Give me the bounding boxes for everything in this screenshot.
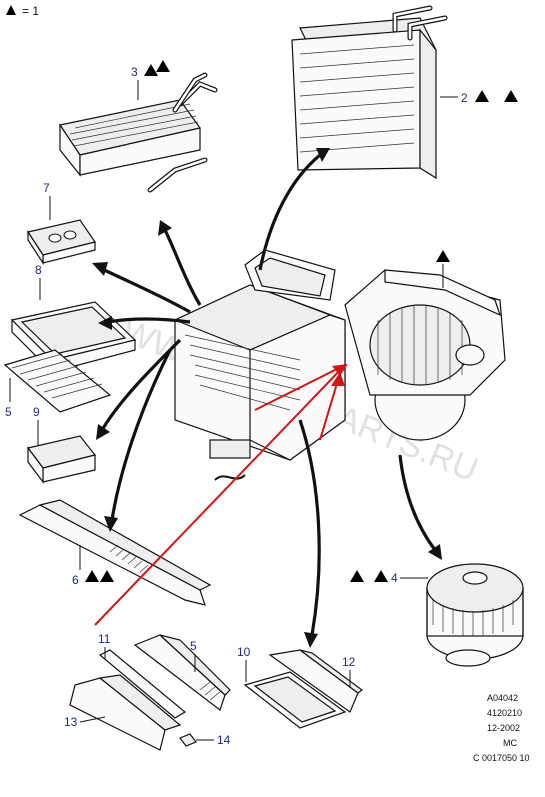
blower-housing[interactable] <box>344 269 506 441</box>
part-14-clip[interactable] <box>179 733 197 747</box>
legend-text: = 1 <box>22 4 39 18</box>
triangle-icon <box>100 570 114 582</box>
ref-line-5: C 0017050 10 <box>473 753 530 763</box>
reference-block: A04042 4120210 12-2002 MC C 0017050 10 <box>473 693 530 763</box>
red-annotation <box>94 364 348 626</box>
part-6-air-duct[interactable] <box>18 499 212 606</box>
triangle-icon <box>374 570 388 582</box>
callout-7: 7 <box>43 181 50 195</box>
callout-3: 3 <box>131 65 138 79</box>
legend: = 1 <box>6 4 39 18</box>
part-11-seal[interactable] <box>98 649 187 719</box>
part-13-duct[interactable] <box>69 674 182 751</box>
part-10-frame[interactable] <box>243 671 347 729</box>
callout-12: 12 <box>342 655 356 669</box>
callout-9: 9 <box>33 405 40 419</box>
callout-6: 6 <box>72 573 79 587</box>
part-5-pollen-filter[interactable] <box>3 349 112 413</box>
part-heater-core[interactable] <box>59 72 218 193</box>
explode-arrows <box>92 148 442 648</box>
part-4-blower-motor[interactable] <box>426 563 524 667</box>
part-7-module[interactable] <box>27 219 96 266</box>
heater-housing[interactable] <box>173 249 346 481</box>
triangle-icon <box>144 64 158 76</box>
triangle-icon <box>475 90 489 102</box>
ref-line-4: MC <box>503 738 517 748</box>
callout-4: 4 <box>391 571 398 585</box>
callout-5-bottom: 5 <box>190 639 197 653</box>
callout-14: 14 <box>217 733 231 747</box>
triangle-icon <box>504 90 518 102</box>
ref-line-2: 4120210 <box>487 708 522 718</box>
triangle-icon <box>350 570 364 582</box>
callout-2: 2 <box>461 91 468 105</box>
callout-11: 11 <box>98 632 111 646</box>
part-12-flap[interactable] <box>268 649 364 713</box>
callout-10: 10 <box>237 645 251 659</box>
callout-5-left: 5 <box>5 405 12 419</box>
part-evaporator[interactable] <box>291 5 458 180</box>
callout-8: 8 <box>35 263 42 277</box>
triangle-icon <box>156 60 170 72</box>
triangle-icon <box>436 250 450 262</box>
triangle-symbol-icon <box>6 5 16 15</box>
callout-13: 13 <box>64 715 78 729</box>
ref-line-3: 12-2002 <box>487 723 520 733</box>
ref-line-1: A04042 <box>487 693 518 703</box>
triangle-icon <box>85 570 99 582</box>
part-9-block[interactable] <box>26 435 97 484</box>
